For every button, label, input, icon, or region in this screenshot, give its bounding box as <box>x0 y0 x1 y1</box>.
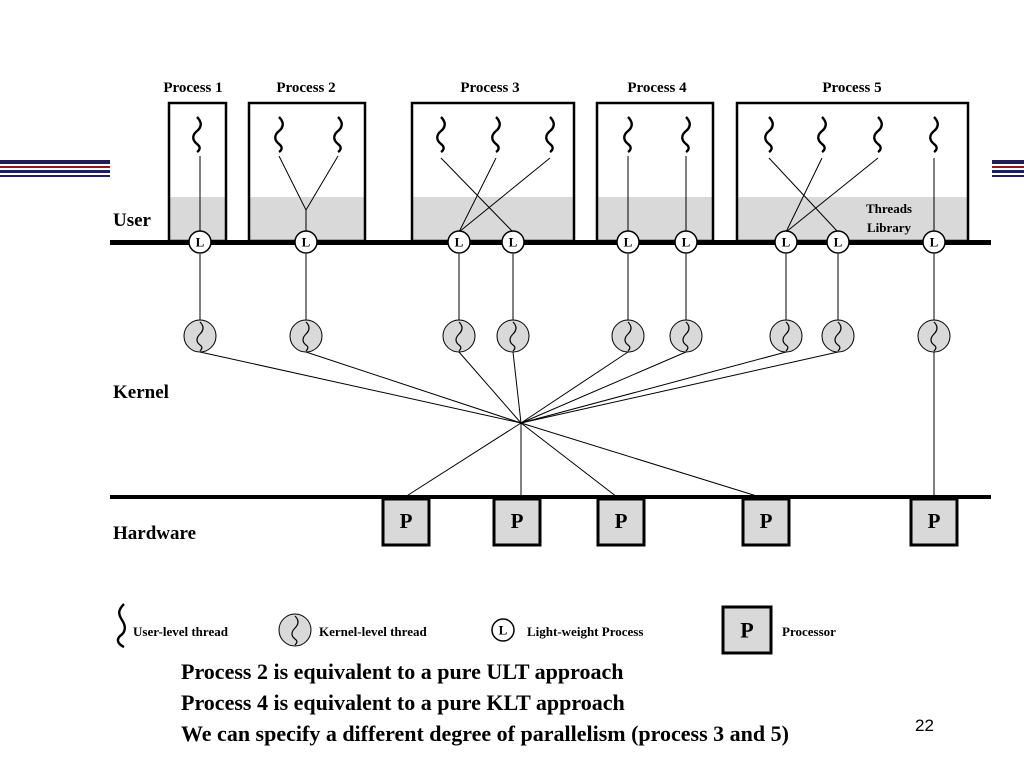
legend-processor-label: Processor <box>782 624 836 639</box>
legend-processor-icon: P <box>721 605 773 655</box>
process-4-box <box>595 101 715 243</box>
kernel-thread-icon <box>769 319 803 353</box>
user-kernel-boundary <box>110 240 991 245</box>
user-thread-icon <box>681 115 691 154</box>
kernel-thread-icon <box>917 319 951 353</box>
lwp-node: L <box>616 230 640 254</box>
lwp-label: L <box>196 235 205 250</box>
note-3: We can specify a different degree of par… <box>181 721 789 746</box>
legend-kernel-thread-icon <box>278 613 312 647</box>
lwp-label: L <box>302 235 311 250</box>
user-thread-icon <box>873 115 883 154</box>
process-2-box <box>247 101 367 243</box>
kernel-thread-icon <box>442 319 476 353</box>
processor-label: P <box>615 509 628 533</box>
process-2-title: Process 2 <box>276 80 335 96</box>
legend-user-thread-icon <box>116 603 126 649</box>
lwp-label: L <box>930 235 939 250</box>
processors: P P P P P <box>381 497 959 547</box>
process-3-box <box>410 101 576 243</box>
user-thread-icon <box>333 115 343 154</box>
processor-5: P <box>909 497 959 547</box>
process-boxes <box>167 101 970 243</box>
threads-library-label-1: Threads <box>866 201 912 216</box>
lwp-node: L <box>188 230 212 254</box>
note-1: Process 2 is equivalent to a pure ULT ap… <box>181 659 624 684</box>
kernel-thread-icon <box>611 319 645 353</box>
user-level-threads <box>192 115 939 154</box>
process-5-box <box>735 101 970 243</box>
page-number: 22 <box>915 716 934 735</box>
processor-4: P <box>741 497 791 547</box>
user-thread-links <box>199 155 935 233</box>
legend-user-thread-label: User-level thread <box>133 624 229 639</box>
legend-processor-symbol: P <box>740 618 753 643</box>
processor-label: P <box>928 509 941 533</box>
kernel-thread-icon <box>183 319 217 353</box>
legend: User-level thread Kernel-level thread L … <box>116 603 836 655</box>
lwp-label: L <box>509 235 518 250</box>
lwp-label: L <box>782 235 791 250</box>
kernel-hardware-boundary <box>110 495 991 499</box>
process-1-box <box>167 101 228 243</box>
lwp-label: L <box>682 235 691 250</box>
process-1-title: Process 1 <box>163 80 222 96</box>
accent-bars-right <box>992 160 1024 177</box>
lwp-label: L <box>455 235 464 250</box>
user-thread-icon <box>817 115 827 154</box>
threads-library-label-2: Library <box>867 220 912 235</box>
user-thread-icon <box>436 115 446 154</box>
lwp-node: L <box>922 230 946 254</box>
user-thread-icon <box>623 115 633 154</box>
kernel-thread-icon <box>496 319 530 353</box>
user-thread-icon <box>491 115 501 154</box>
process-3-title: Process 3 <box>460 80 519 96</box>
processor-label: P <box>511 509 524 533</box>
lwp-node: L <box>501 230 525 254</box>
kernel-thread-icon <box>821 319 855 353</box>
user-thread-icon <box>929 115 939 154</box>
process-4-title: Process 4 <box>627 80 687 96</box>
layer-label-hardware: Hardware <box>113 523 196 544</box>
lwp-node: L <box>826 230 850 254</box>
note-2: Process 4 is equivalent to a pure KLT ap… <box>181 690 625 715</box>
processor-2: P <box>492 497 542 547</box>
process-5-title: Process 5 <box>822 80 881 96</box>
lwp-label: L <box>834 235 843 250</box>
user-thread-icon <box>274 115 284 154</box>
kernel-scheduler-links <box>199 351 935 498</box>
legend-lwp-icon: L <box>491 618 515 642</box>
lwp-nodes: L L L L L L L L L <box>188 230 946 254</box>
user-thread-icon <box>545 115 555 154</box>
processor-3: P <box>596 497 646 547</box>
lwp-node: L <box>447 230 471 254</box>
user-thread-icon <box>192 115 202 154</box>
user-thread-icon <box>764 115 774 154</box>
processor-label: P <box>400 509 413 533</box>
kernel-thread-icon <box>669 319 703 353</box>
processor-1: P <box>381 497 431 547</box>
legend-lwp-symbol: L <box>499 623 508 638</box>
lwp-node: L <box>774 230 798 254</box>
legend-kernel-thread-label: Kernel-level thread <box>319 624 427 639</box>
kernel-level-threads <box>183 319 951 353</box>
kernel-thread-icon <box>289 319 323 353</box>
layer-label-user: User <box>113 210 152 231</box>
lwp-label: L <box>624 235 633 250</box>
lwp-node: L <box>674 230 698 254</box>
processor-label: P <box>760 509 773 533</box>
lwp-kernel-links <box>199 254 935 320</box>
accent-bars-left <box>0 160 110 177</box>
legend-lwp-label: Light-weight Process <box>527 624 643 639</box>
lwp-node: L <box>294 230 318 254</box>
layer-label-kernel: Kernel <box>113 382 169 403</box>
notes: Process 2 is equivalent to a pure ULT ap… <box>181 656 789 749</box>
